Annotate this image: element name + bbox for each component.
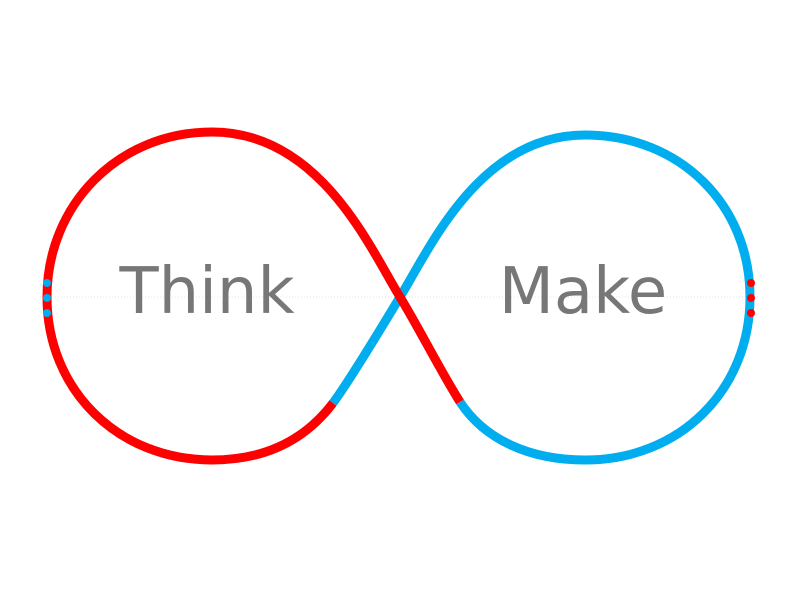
think-label: Think [118, 255, 294, 329]
left-dot [43, 294, 51, 302]
left-dot [43, 309, 51, 317]
right-dot [747, 294, 755, 302]
right-dot [747, 309, 755, 317]
left-dots-group [43, 279, 51, 317]
think-loop-arc [42, 127, 464, 465]
left-dot [43, 279, 51, 287]
right-dot [747, 279, 755, 287]
right-dots-group [747, 279, 755, 317]
make-label: Make [499, 255, 668, 329]
